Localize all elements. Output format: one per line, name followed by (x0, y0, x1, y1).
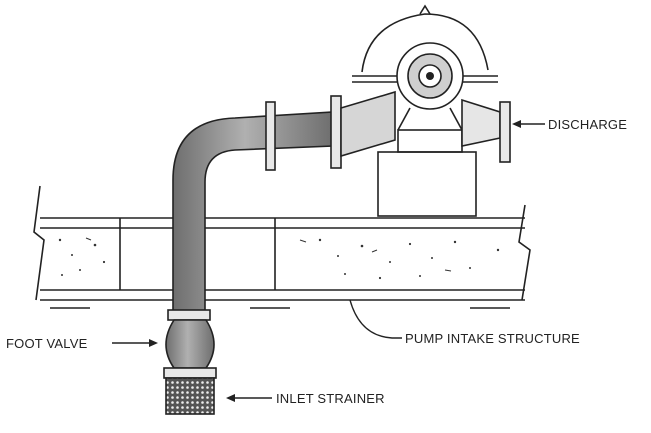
label-pump-intake-structure: PUMP INTAKE STRUCTURE (405, 331, 580, 346)
suction-pipe (167, 90, 396, 321)
label-leaders (112, 120, 545, 402)
discharge-pipe (461, 98, 511, 163)
label-foot-valve: FOOT VALVE (6, 336, 88, 351)
pump-casing (352, 4, 498, 131)
pump-intake-structure (33, 185, 531, 309)
inlet-strainer (163, 367, 217, 415)
label-inlet-strainer: INLET STRAINER (276, 391, 385, 406)
label-discharge: DISCHARGE (548, 117, 627, 132)
foot-valve (165, 319, 215, 369)
